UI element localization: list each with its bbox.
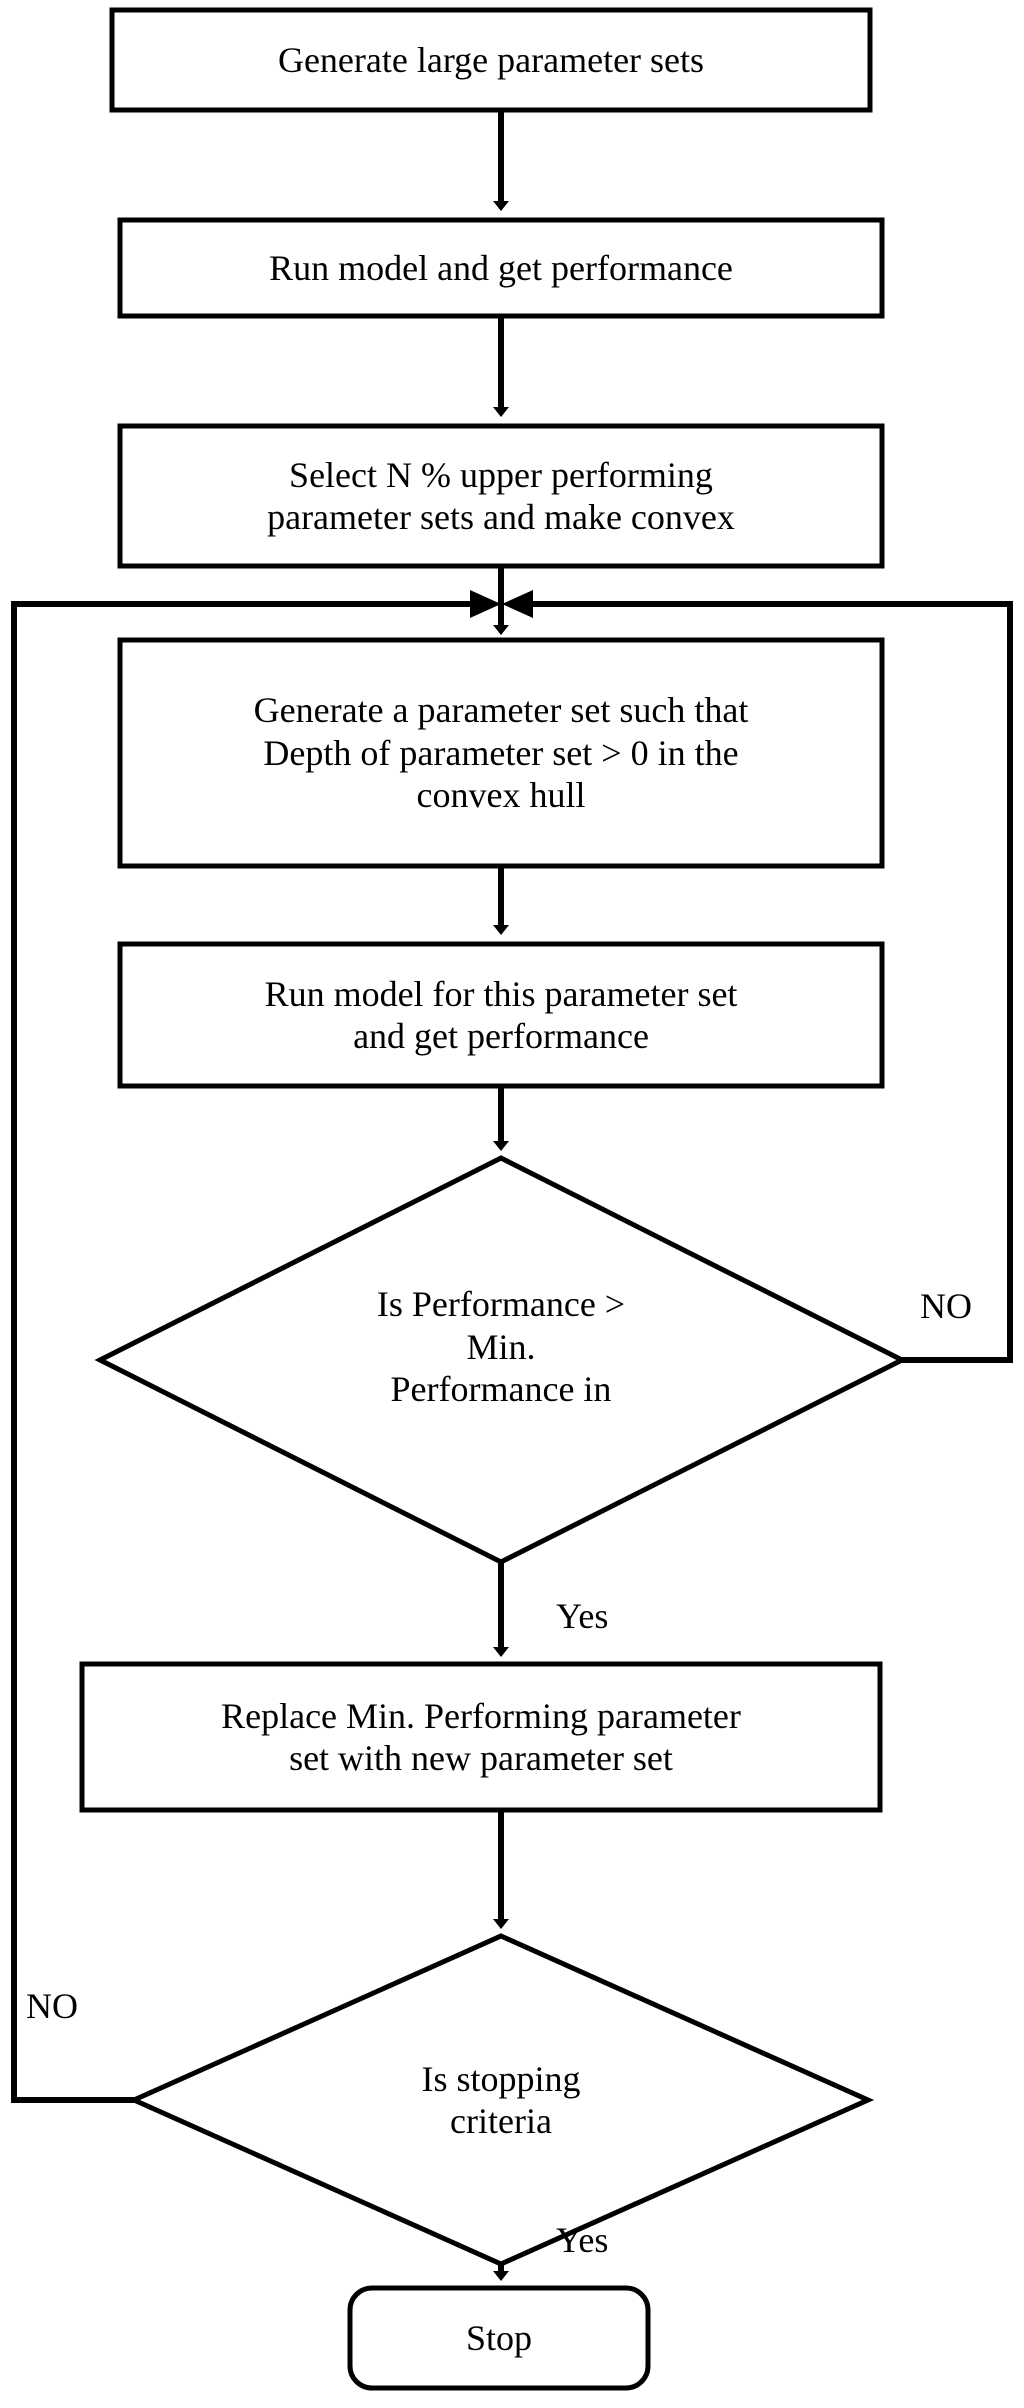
loop-left-arrowhead xyxy=(470,590,501,618)
box-stop xyxy=(347,2285,651,2391)
edge-label-performance-no: NO xyxy=(920,1286,972,1326)
loop-right-arrowhead xyxy=(502,590,533,618)
box-generate-parameter-set xyxy=(117,637,885,869)
diamond-performance-check xyxy=(94,1155,908,1565)
edge-label-performance-yes: Yes xyxy=(556,1596,609,1636)
edge-label-stopping-yes: Yes xyxy=(556,2220,609,2260)
box-select-upper-performing xyxy=(117,423,885,569)
edge-label-stopping-no: NO xyxy=(26,1986,78,2026)
box-generate-large-parameter-sets xyxy=(109,7,873,113)
loop-rail-left-no xyxy=(11,601,470,2103)
loop-rail-right-no xyxy=(533,601,1013,1363)
box-run-model-get-performance xyxy=(117,217,885,319)
box-replace-min-performing xyxy=(79,1661,883,1813)
diamond-stopping-criteria xyxy=(127,1933,875,2267)
box-run-model-this-parameter-set xyxy=(117,941,885,1089)
